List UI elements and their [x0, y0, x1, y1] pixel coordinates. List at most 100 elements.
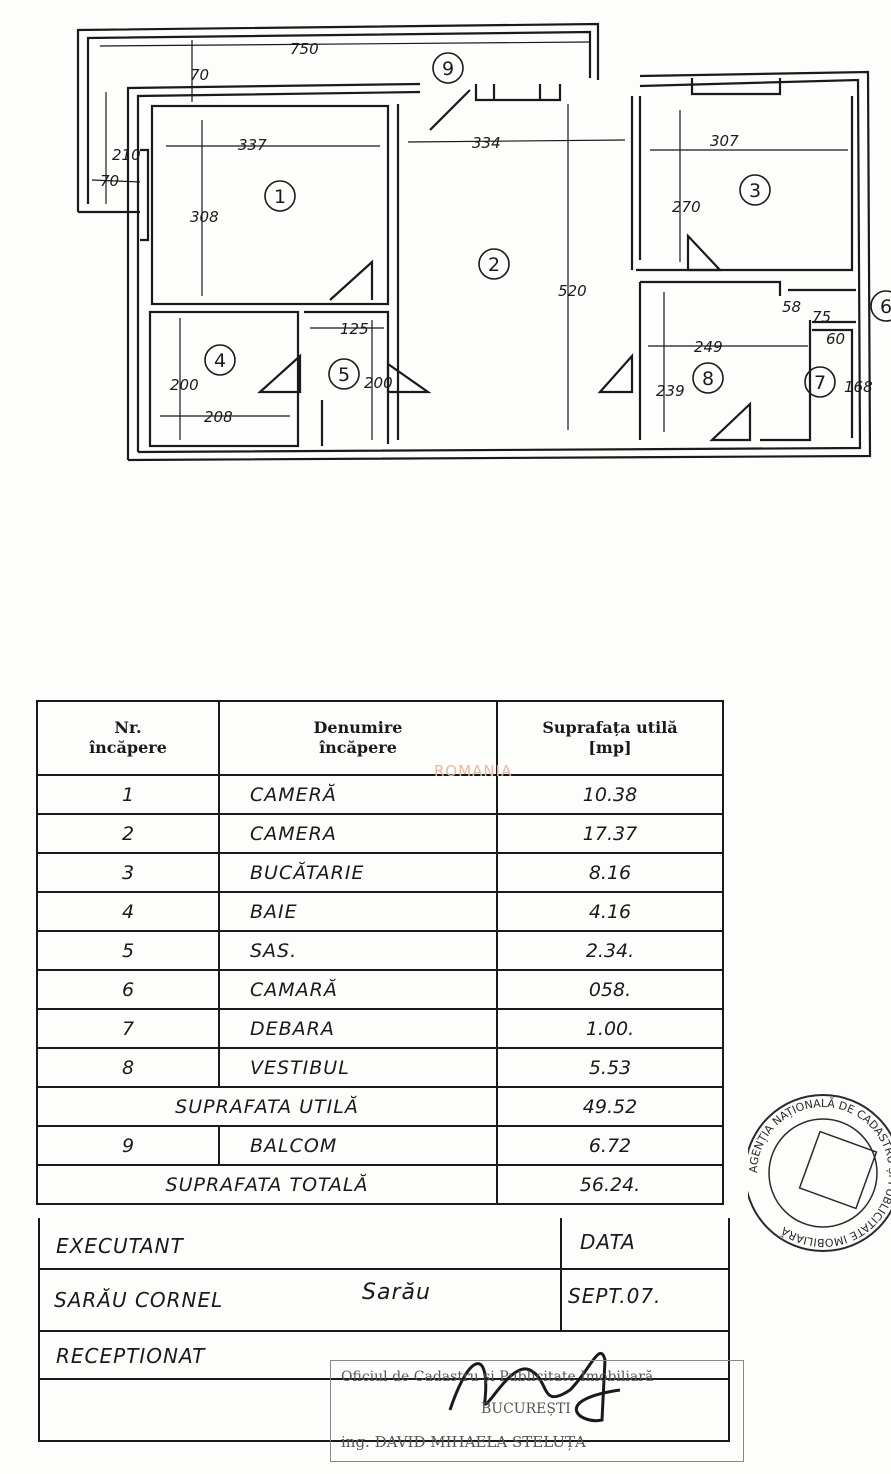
room-number-6: 6 — [880, 296, 891, 318]
round-stamp: AGENȚIA NAȚIONALĂ DE CADASTRU ȘI PUBLICI… — [748, 1094, 891, 1252]
room-4-outline — [148, 310, 300, 448]
signature-row-line — [40, 1378, 728, 1380]
dim-room3-width: 307 — [710, 132, 739, 150]
signature-row-line — [40, 1268, 728, 1270]
dim-room4-height: 200 — [170, 376, 199, 394]
useful-area-value: 49.52 — [496, 1086, 724, 1127]
dim-room7-height: 168 — [844, 378, 873, 396]
watermark-text: ROMANIA — [434, 762, 513, 780]
row-nr: 2 — [36, 813, 220, 854]
header-area-line1: Suprafața utilă — [542, 718, 678, 737]
row-nr: 7 — [36, 1008, 220, 1049]
dim-room8-width: 249 — [694, 338, 723, 356]
header-area-line2: [mp] — [588, 738, 632, 757]
office-stamp-line2: BUCUREȘTI — [481, 1401, 571, 1417]
outer-wall — [127, 70, 872, 462]
row-nr: 4 — [36, 891, 220, 932]
row-name: BUCĂTARIE — [218, 852, 498, 893]
dim-room2-height: 520 — [558, 282, 587, 300]
row-area: 058. — [496, 969, 724, 1010]
date-label: DATA — [580, 1230, 636, 1254]
row-nr: 8 — [36, 1047, 220, 1088]
room-number-8: 8 — [702, 368, 714, 390]
header-nr-line2: încăpere — [89, 738, 167, 757]
row-area: 2.34. — [496, 930, 724, 971]
header-area: Suprafața utilă[mp] — [496, 700, 724, 776]
dim-room3-height: 270 — [672, 198, 701, 216]
dim-room7-width: 60 — [826, 330, 845, 348]
executant-signature: Sarău — [362, 1280, 431, 1305]
balcony-area: 6.72 — [496, 1125, 724, 1166]
row-name: VESTIBUL — [218, 1047, 498, 1088]
room-number-2: 2 — [488, 254, 500, 276]
dim-room1-width: 337 — [238, 136, 267, 154]
balcony-nr: 9 — [36, 1125, 220, 1166]
row-nr: 6 — [36, 969, 220, 1010]
header-name-line2: încăpere — [319, 738, 397, 757]
row-name: CAMARĂ — [218, 969, 498, 1010]
row-area: 17.37 — [496, 813, 724, 854]
row-area: 4.16 — [496, 891, 724, 932]
header-nr: Nr.încăpere — [36, 700, 220, 776]
room-number-7: 7 — [814, 372, 826, 394]
balcony-name: BALCOM — [218, 1125, 498, 1166]
header-nr-line1: Nr. — [114, 718, 142, 737]
dim-balcony-top: 70 — [190, 66, 209, 84]
total-area-value: 56.24. — [496, 1164, 724, 1205]
dim-room5-width: 125 — [340, 320, 369, 338]
office-stamp-line3: ing. DAVID MIHAELA STELUȚA — [341, 1433, 586, 1451]
receptionat-signature — [448, 1351, 621, 1423]
row-area: 1.00. — [496, 1008, 724, 1049]
dim-room8-height: 239 — [656, 382, 685, 400]
row-name: DEBARA — [218, 1008, 498, 1049]
executant-name: SARĂU CORNEL — [54, 1288, 224, 1312]
room-number-5: 5 — [338, 364, 350, 386]
dim-room6-height: 58 — [782, 298, 801, 316]
signature-row-line — [40, 1330, 728, 1332]
row-area: 5.53 — [496, 1047, 724, 1088]
balcony-wall — [76, 22, 600, 212]
row-name: BAIE — [218, 891, 498, 932]
office-stamp-line1: Oficiul de Cadastru și Publicitate Imobi… — [341, 1369, 654, 1385]
row-nr: 5 — [36, 930, 220, 971]
receptionat-label: RECEPTIONAT — [56, 1344, 206, 1368]
row-name: CAMERĂ — [218, 774, 498, 815]
row-nr: 1 — [36, 774, 220, 815]
row-name: SAS. — [218, 930, 498, 971]
office-stamp: Oficiul de Cadastru și Publicitate Imobi… — [330, 1360, 744, 1462]
dim-room5-height: 200 — [364, 374, 393, 392]
date-value: SEPT.07. — [568, 1284, 662, 1308]
coat-of-arms-icon — [798, 1130, 878, 1210]
room-number-1: 1 — [274, 186, 286, 208]
dim-room4-width: 208 — [204, 408, 233, 426]
dim-balcony-width: 750 — [290, 40, 319, 58]
room-1-outline — [150, 104, 390, 306]
row-area: 8.16 — [496, 852, 724, 893]
dim-room2-width: 334 — [472, 134, 501, 152]
floor-plan: 750 70 70 210 337 308 334 520 307 270 20… — [76, 22, 891, 462]
signature-block: EXECUTANT DATA SARĂU CORNEL Sarău SEPT.0… — [38, 1218, 730, 1442]
header-name-line1: Denumire — [313, 718, 403, 737]
door-swing-balcony — [429, 89, 471, 131]
room-number-3: 3 — [749, 180, 761, 202]
dim-room6-width: 75 — [812, 308, 831, 326]
total-area-label: SUPRAFATA TOTALĂ — [36, 1164, 498, 1205]
row-name: CAMERA — [218, 813, 498, 854]
row-nr: 3 — [36, 852, 220, 893]
room-number-4: 4 — [214, 350, 226, 372]
dim-balcony-height: 210 — [112, 146, 141, 164]
executant-label: EXECUTANT — [56, 1234, 184, 1258]
